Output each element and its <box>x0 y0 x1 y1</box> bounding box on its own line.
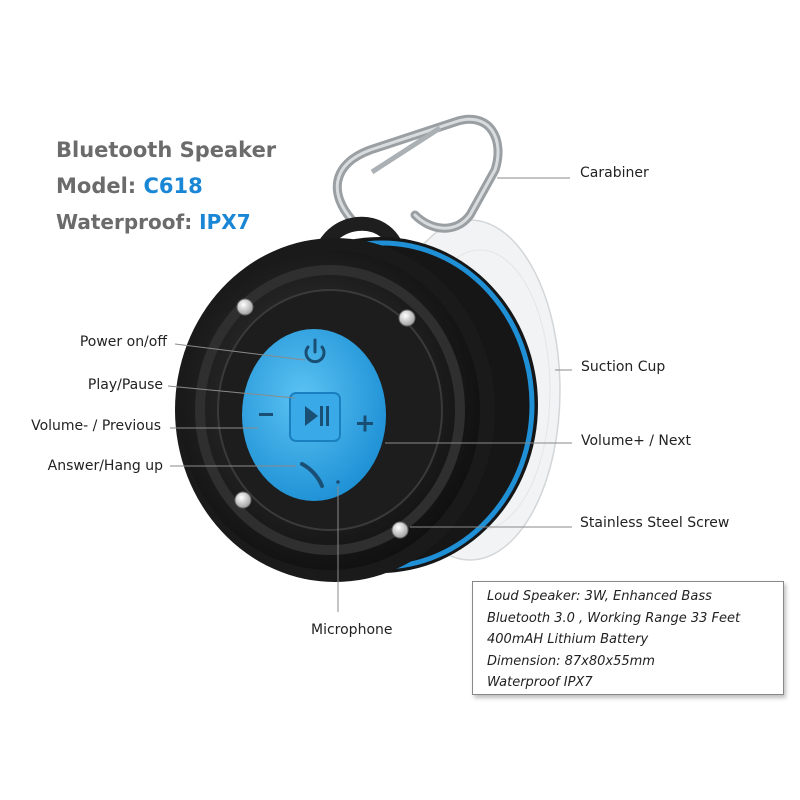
callout-answer-hang-up: Answer/Hang up <box>47 458 163 474</box>
model-label: Model: <box>56 174 137 198</box>
minus-icon <box>259 413 273 416</box>
callout-microphone: Microphone <box>311 622 393 638</box>
play-pause-icon <box>305 406 329 426</box>
phone-icon <box>300 462 324 488</box>
spec-line-bluetooth: Bluetooth 3.0 , Working Range 33 Feet <box>487 610 741 626</box>
callout-volume-down-prev: Volume- / Previous <box>31 418 161 434</box>
carabiner-icon <box>332 114 503 233</box>
screw-icon <box>234 298 416 539</box>
leader-lines <box>167 177 572 612</box>
waterproof-value: IPX7 <box>199 210 251 234</box>
spec-line-speaker: Loud Speaker: 3W, Enhanced Bass <box>487 589 712 604</box>
microphone-hole-icon <box>336 480 340 484</box>
model-line: Model: C618 <box>56 168 276 204</box>
product-title: Bluetooth Speaker <box>56 132 276 168</box>
spec-box: Loud Speaker: 3W, Enhanced Bass Bluetoot… <box>472 581 784 695</box>
plus-icon <box>357 415 373 432</box>
model-value: C618 <box>143 174 203 198</box>
callout-carabiner: Carabiner <box>580 165 649 181</box>
callout-stainless-screw: Stainless Steel Screw <box>580 515 730 531</box>
callout-volume-up-next: Volume+ / Next <box>581 433 692 449</box>
callout-power: Power on/off <box>79 334 167 350</box>
callout-play-pause: Play/Pause <box>87 377 163 393</box>
callout-suction-cup: Suction Cup <box>581 359 666 375</box>
spec-line-waterproof: Waterproof IPX7 <box>487 675 593 690</box>
waterproof-line: Waterproof: IPX7 <box>56 204 276 240</box>
title-block: Bluetooth Speaker Model: C618 Waterproof… <box>56 132 276 240</box>
power-icon <box>304 338 326 364</box>
product-name: Bluetooth Speaker <box>56 138 277 162</box>
waterproof-label: Waterproof: <box>56 210 193 234</box>
spec-line-dimension: Dimension: 87x80x55mm <box>487 653 655 669</box>
spec-line-battery: 400mAH Lithium Battery <box>487 632 649 647</box>
